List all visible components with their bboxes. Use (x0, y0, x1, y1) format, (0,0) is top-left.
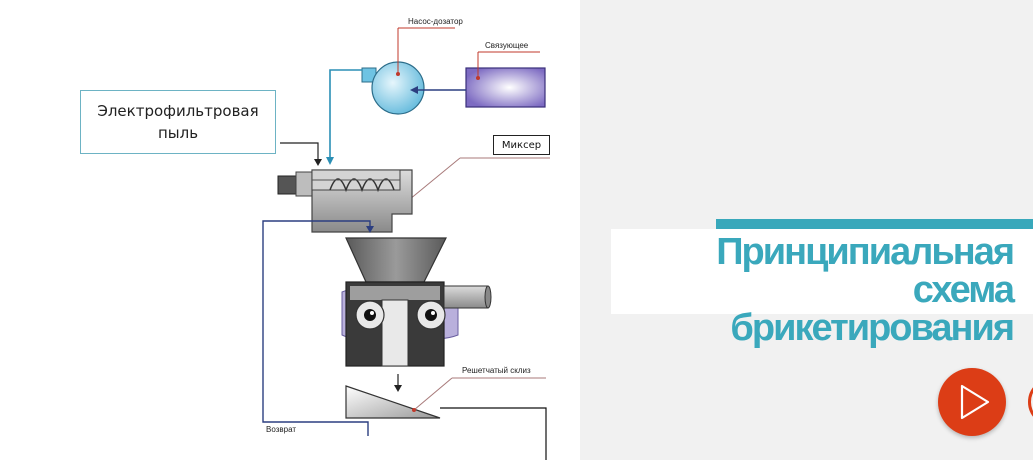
mixer-label: Миксер (493, 135, 550, 155)
dust-label-line2: пыль (157, 124, 199, 142)
binder-label: Связующее (485, 41, 529, 50)
chute-label: Решетчатый склиз (462, 366, 531, 375)
pump-label: Насос-дозатор (408, 17, 463, 26)
electrofilter-dust-label: Электрофильтровая пыль (80, 90, 276, 154)
title-line-1: Принципиальная схема (716, 231, 1015, 311)
play-icon (960, 384, 990, 420)
play-button[interactable] (938, 368, 1006, 436)
roll-press (341, 281, 492, 367)
mixer (277, 169, 413, 233)
hopper (345, 237, 447, 283)
next-button[interactable] (1028, 378, 1033, 426)
title-line-2: брикетирования (730, 307, 1015, 349)
briquetting-diagram: Насос-дозатор Связующее Возврат (262, 17, 550, 460)
binder-tank (465, 67, 546, 108)
dust-label-line1: Электрофильтровая (97, 102, 259, 120)
slide-title: Принципиальная схема брикетирования (611, 231, 1015, 349)
title-panel: Принципиальная схема брикетирования (611, 229, 1033, 347)
grid-chute (345, 385, 441, 419)
title-accent-bar (716, 219, 1033, 229)
return-label: Возврат (266, 425, 296, 434)
